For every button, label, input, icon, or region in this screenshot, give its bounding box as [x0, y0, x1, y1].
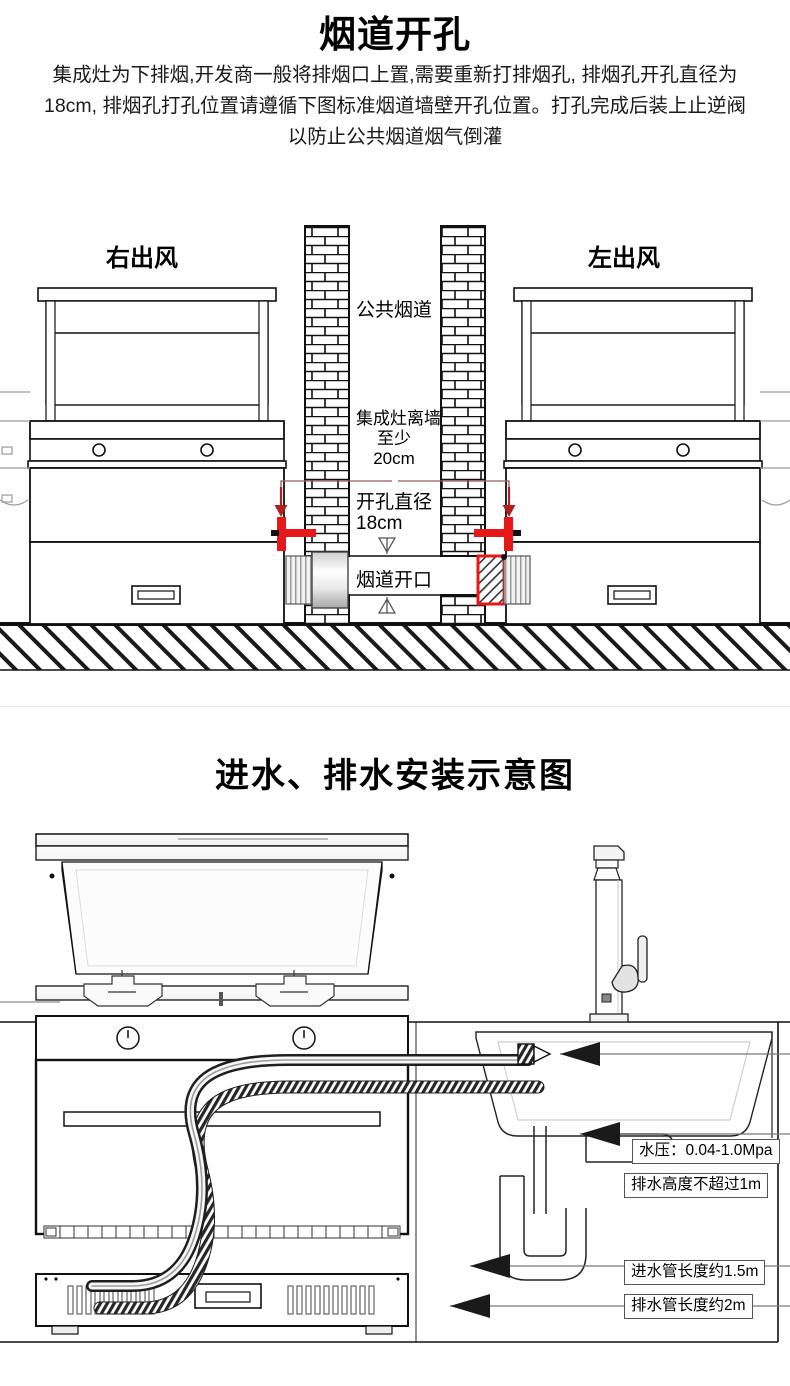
callout-inlet-pipe-length: 进水管长度约1.5m: [624, 1260, 766, 1285]
inlet-connector: [517, 1043, 552, 1065]
flue-opening-datum: [349, 537, 441, 614]
oven-grille: [43, 1225, 401, 1239]
label-wall-gap-line3: 20cm: [373, 449, 415, 468]
chimney-wall-right: [440, 225, 486, 625]
hole-marker-left: [271, 487, 316, 551]
label-wall-gap-line2: 至少: [377, 429, 411, 448]
section-divider: [0, 706, 790, 707]
arrow-drain-height: [580, 1122, 620, 1146]
label-hole-diameter: 开孔直径: [356, 492, 433, 513]
callout-arrows: [450, 1042, 620, 1318]
callout-water-pressure: 水压：0.04-1.0Mpa: [632, 1139, 780, 1164]
leader-line-right: [398, 480, 510, 487]
gas-burner-left: [83, 970, 163, 1007]
callout-drain-pipe-length: 排水管长度约2m: [624, 1294, 753, 1319]
water-supply-drainage-diagram: [0, 833, 790, 1343]
left-stove-title: 右出风: [106, 245, 178, 272]
stove-unit-right: [503, 287, 763, 625]
water-hoses: [86, 1054, 545, 1315]
section1-title: 烟道开孔: [319, 14, 471, 55]
leader-line-left: [280, 480, 392, 487]
flue-opening-diagram: [0, 225, 790, 671]
label-flue-opening: 烟道开口: [356, 570, 433, 591]
stove-unit-left: [27, 287, 287, 625]
callout-drain-height: 排水高度不超过1m: [624, 1173, 769, 1198]
duct-right: [476, 554, 531, 606]
kitchen-faucet: [589, 845, 648, 1023]
arrow-inlet-length: [470, 1254, 510, 1278]
label-hole-diameter-value: 18cm: [356, 513, 403, 534]
chimney-wall-left: [304, 225, 350, 625]
base-control-panel: [194, 1283, 262, 1309]
stove-knobs: [116, 1026, 316, 1050]
right-stove-title: 左出风: [588, 245, 660, 272]
section1-description: 集成灶为下排烟,开发商一般将排烟口上置,需要重新打排烟孔, 排烟孔开孔直径为18…: [43, 64, 747, 148]
base-vent-right: [287, 1285, 375, 1315]
arrow-drain-length: [450, 1294, 490, 1318]
adjacent-counter-context: [0, 391, 790, 506]
sink-basin: [475, 1031, 773, 1138]
integrated-stove: [34, 833, 410, 1335]
hole-marker-right: [474, 487, 521, 551]
section2-title: 进水、排水安装示意图: [215, 757, 575, 795]
duct-left: [285, 551, 349, 609]
label-public-flue: 公共烟道: [356, 300, 433, 321]
label-wall-gap-line1: 集成灶离墙: [356, 409, 441, 428]
gas-burner-right: [255, 970, 335, 1007]
arrow-water-pressure: [560, 1042, 600, 1066]
floor-group: [0, 622, 790, 671]
